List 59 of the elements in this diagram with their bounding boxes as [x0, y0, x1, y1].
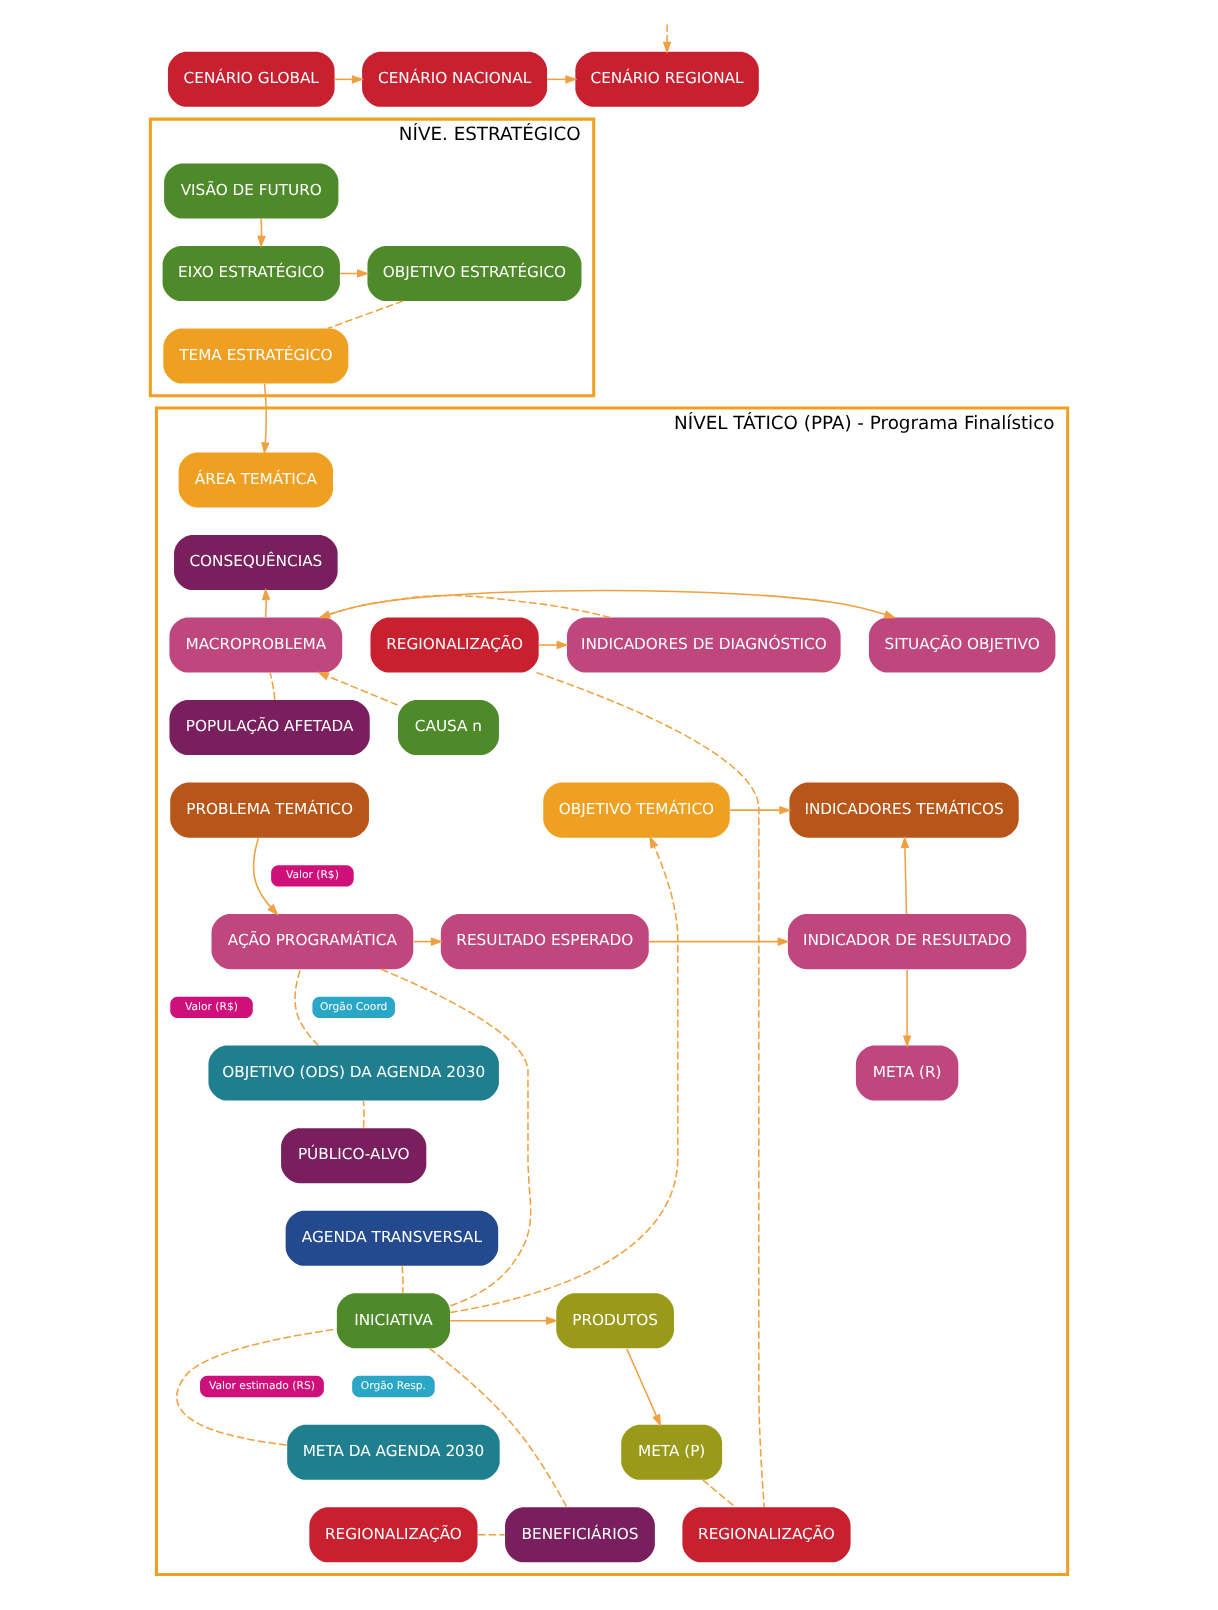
- node-box: PÚBLICO-ALVO: [281, 1128, 427, 1184]
- arrow: [729, 805, 792, 815]
- arrow: [538, 640, 569, 650]
- node-box: AÇÃO PROGRAMÁTICA: [211, 914, 414, 970]
- connector: [477, 1534, 506, 1536]
- node-box: CENÁRIO NACIONAL: [362, 51, 548, 107]
- node-box: TEMA ESTRATÉGICO: [163, 328, 349, 384]
- node-box: PRODUTOS: [556, 1293, 674, 1349]
- node-box: INDICADOR DE RESULTADO: [787, 914, 1027, 970]
- node-box: REGIONALIZAÇÃO: [370, 617, 539, 673]
- connector: [176, 1328, 338, 1446]
- connector: [428, 1347, 568, 1508]
- node-box: INDICADORES DE DIAGNÓSTICO: [566, 617, 841, 673]
- arrow: [662, 23, 672, 55]
- connector: [362, 1099, 365, 1129]
- node-box: POPULAÇÃO AFETADA: [169, 700, 370, 756]
- arrow: [902, 969, 912, 1048]
- arrow: [648, 937, 790, 946]
- connector: [326, 300, 404, 330]
- node-box: PROBLEMA TEMÁTICO: [170, 782, 369, 838]
- node-box: CENÁRIO REGIONAL: [575, 51, 759, 107]
- node-box: REGIONALIZAÇÃO: [682, 1507, 851, 1563]
- arrow: [900, 835, 910, 915]
- arrow: [316, 671, 399, 706]
- connector: [701, 1479, 736, 1508]
- arrow: [626, 1348, 662, 1427]
- node-box: INDICADORES TEMÁTICOS: [789, 782, 1019, 838]
- node-box: VISÃO DE FUTURO: [164, 163, 339, 219]
- arrow: [252, 837, 279, 916]
- connector: [294, 968, 320, 1047]
- node-box: ÁREA TEMÁTICA: [178, 452, 334, 508]
- node-box: CONSEQUÊNCIAS: [174, 534, 338, 590]
- arrow: [319, 589, 897, 619]
- node-box: REGIONALIZAÇÃO: [309, 1507, 478, 1563]
- node-box: OBJETIVO (ODS) DA AGENDA 2030: [208, 1045, 499, 1101]
- node-box: INICIATIVA: [336, 1293, 450, 1349]
- node-box: CAUSA n: [398, 700, 499, 756]
- arrow: [261, 587, 271, 618]
- node-box: META (P): [621, 1424, 723, 1480]
- node-box: RESULTADO ESPERADO: [440, 914, 649, 970]
- node-box: SITUAÇÃO OBJETIVO: [868, 617, 1056, 673]
- arrow: [449, 1316, 559, 1326]
- connector: [269, 671, 276, 701]
- node-box: META (R): [855, 1045, 959, 1101]
- arrow: [261, 383, 270, 455]
- node-box: MACROPROBLEMA: [169, 617, 343, 673]
- node-box: OBJETIVO ESTRATÉGICO: [367, 246, 582, 302]
- connector: [380, 968, 532, 1307]
- node-box: EIXO ESTRATÉGICO: [162, 246, 340, 302]
- node-box: CENÁRIO GLOBAL: [167, 51, 335, 107]
- arrow: [546, 75, 578, 84]
- arrow: [318, 594, 611, 619]
- connector: [401, 1265, 404, 1294]
- node-box: META DA AGENDA 2030: [287, 1424, 500, 1480]
- node-box: AGENDA TRANSVERSAL: [285, 1210, 499, 1266]
- node-box: BENEFICIÁRIOS: [505, 1507, 655, 1563]
- connector: [535, 671, 765, 1508]
- node-box: OBJETIVO TEMÁTICO: [543, 782, 730, 838]
- arrow: [449, 835, 679, 1314]
